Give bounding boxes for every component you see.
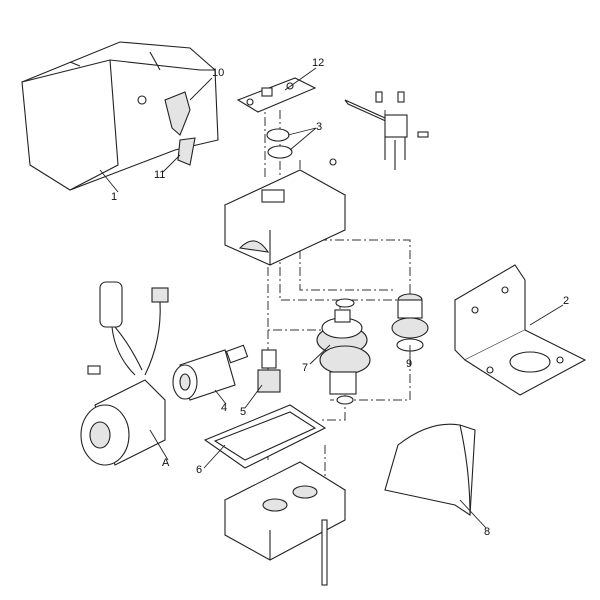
leader-lines: [99, 67, 564, 529]
main-gear: [316, 298, 371, 405]
label-8: 8: [484, 526, 491, 538]
label-9: 9: [406, 358, 413, 370]
secondary-gear: [391, 293, 429, 352]
label-4: 4: [221, 402, 228, 414]
label-6: 6: [196, 464, 203, 476]
motor: [80, 281, 169, 466]
label-5: 5: [240, 406, 247, 418]
small-gear: [257, 349, 281, 393]
label-7: 7: [302, 362, 309, 374]
label-11: 11: [154, 169, 166, 181]
sensor-assembly: [344, 91, 429, 170]
mounting-bracket: [454, 264, 587, 396]
rings: [266, 128, 337, 166]
lower-housing: [223, 461, 347, 586]
label-1: 1: [111, 191, 118, 203]
label-2: 2: [563, 295, 570, 307]
label-A: A: [162, 457, 170, 469]
upper-housing: [223, 169, 347, 266]
cover-housing: [21, 41, 219, 191]
cover-sleeve: [384, 423, 476, 516]
label-10: 10: [212, 67, 225, 79]
top-bracket: [236, 77, 317, 113]
label-12: 12: [312, 57, 325, 69]
label-3: 3: [316, 121, 323, 133]
gasket: [203, 404, 327, 469]
motor-pinion: [172, 344, 249, 401]
